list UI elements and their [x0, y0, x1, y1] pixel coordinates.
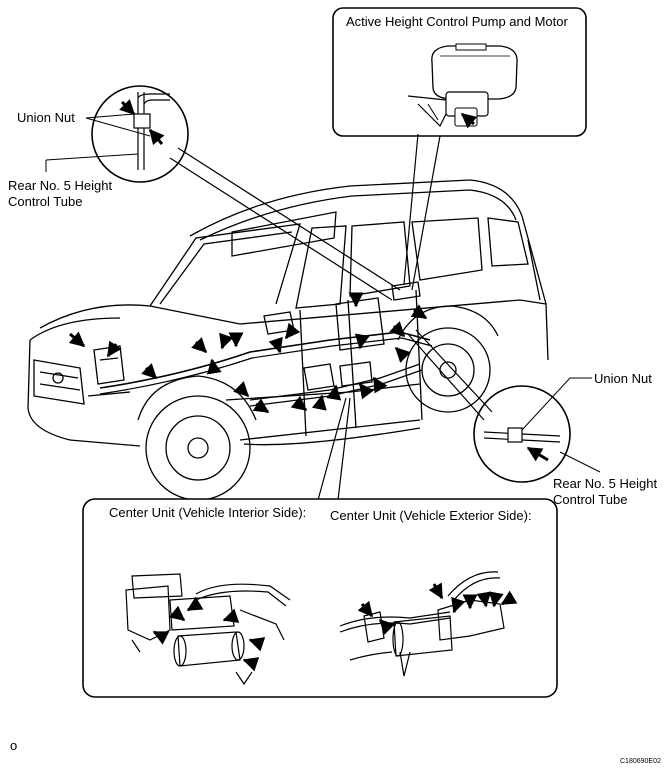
- union-nut-right-label: Union Nut: [594, 371, 652, 386]
- rear-tube-right-label-line2: Control Tube: [553, 492, 628, 507]
- union-nut-left-label: Union Nut: [17, 110, 75, 125]
- union-nut-right-callout: [473, 377, 601, 483]
- figure-code: C180690E02: [620, 758, 661, 765]
- center-unit-callout: [82, 498, 558, 698]
- rear-tube-right-label-line1: Rear No. 5 Height: [553, 476, 658, 491]
- vehicle-arrows: [68, 292, 428, 414]
- rear-tube-left-label-line1: Rear No. 5 Height: [8, 178, 113, 193]
- vehicle-drawing: [27, 179, 549, 501]
- union-nut-left-callout: [45, 85, 189, 183]
- pump-motor-callout: [332, 7, 587, 137]
- callout-pointers: [169, 133, 493, 501]
- pump-motor-label: Active Height Control Pump and Motor: [346, 14, 568, 29]
- center-exterior-label: Center Unit (Vehicle Exterior Side):: [330, 508, 532, 523]
- center-interior-label: Center Unit (Vehicle Interior Side):: [109, 505, 307, 520]
- rear-tube-left-label-line2: Control Tube: [8, 194, 83, 209]
- page-marker: o: [10, 738, 18, 753]
